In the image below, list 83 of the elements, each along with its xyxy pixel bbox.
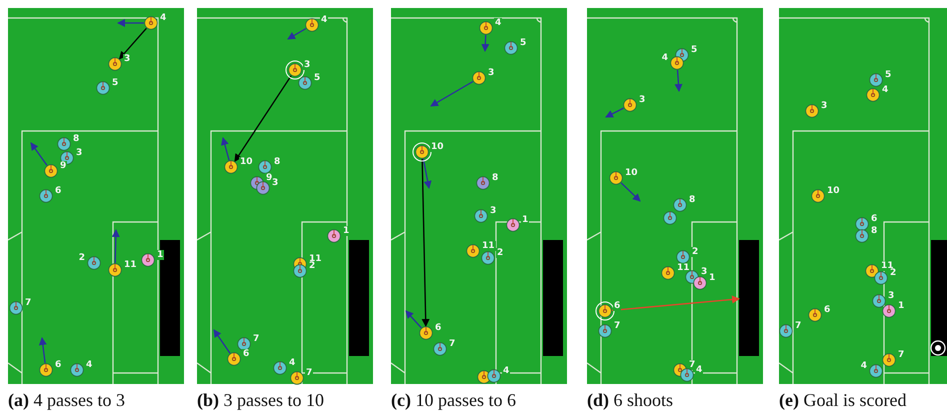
pass-arrow <box>234 75 292 162</box>
player-number: 6 <box>613 301 622 311</box>
player-number: 7 <box>24 298 32 308</box>
player-number: 11 <box>123 260 138 270</box>
panel-label: (b) 3 passes to 10 <box>197 389 324 411</box>
player-number: 1 <box>897 301 906 311</box>
player-number: 8 <box>491 173 500 183</box>
player-number: 8 <box>273 157 282 167</box>
player-number: 1 <box>342 226 350 236</box>
player-number: 1 <box>521 215 530 225</box>
player-number: 7 <box>613 321 622 331</box>
player-number: 8 <box>72 134 80 144</box>
player-number: 2 <box>496 248 504 258</box>
player-number: 3 <box>887 291 896 301</box>
pass-arrow <box>118 28 147 60</box>
movement-arrow <box>112 229 120 264</box>
player-number: 8 <box>870 226 878 236</box>
movement-arrow <box>674 70 682 92</box>
player-number: 5 <box>111 78 120 88</box>
player-number: 4 <box>502 366 510 376</box>
player-number: 2 <box>889 268 898 278</box>
panel-label: (a) 4 passes to 3 <box>8 389 125 411</box>
movement-arrow <box>605 108 624 118</box>
player-number: 6 <box>870 214 878 224</box>
movement-arrow <box>117 19 144 27</box>
player-number: 1 <box>708 273 716 283</box>
player-number: 7 <box>305 368 314 378</box>
player-number: 4 <box>159 13 168 23</box>
player-number: 6 <box>54 186 62 196</box>
player-number: 5 <box>690 45 698 55</box>
player-number: 4 <box>85 360 94 370</box>
player-number: 8 <box>688 195 696 205</box>
movement-arrow <box>422 158 432 189</box>
player-number: 7 <box>688 360 696 370</box>
player-number: 7 <box>252 334 260 344</box>
player-number: 3 <box>489 206 498 216</box>
player-number: 3 <box>820 101 828 111</box>
player-number: 2 <box>308 261 316 271</box>
panel-label: (c) 10 passes to 6 <box>391 389 516 411</box>
player-number: 9 <box>59 161 68 171</box>
player-number: 3 <box>487 68 496 78</box>
player-number: 4 <box>494 18 502 28</box>
movement-arrow <box>430 80 474 107</box>
player-number: 7 <box>897 350 906 360</box>
player-number: 4 <box>881 85 890 95</box>
movement-arrow <box>287 28 306 40</box>
player-number: 5 <box>884 70 892 80</box>
player-number: 10 <box>430 142 445 152</box>
movement-arrow <box>620 182 641 202</box>
player-number: 10 <box>826 186 841 196</box>
player-number: 4 <box>695 365 704 375</box>
movement-arrow <box>405 310 422 328</box>
player-number: 3 <box>303 60 312 70</box>
player-number: 1 <box>156 250 164 260</box>
player-number: 11 <box>676 263 691 273</box>
player-number: 7 <box>794 321 802 331</box>
movement-arrow <box>38 337 47 364</box>
player-number: 6 <box>823 305 832 315</box>
player-number: 11 <box>481 241 496 251</box>
pass-arrow <box>422 158 430 327</box>
player-number: 4 <box>320 15 328 25</box>
goal-box <box>739 240 759 356</box>
panel-label: (d) 6 shoots <box>587 389 674 411</box>
player-number: 5 <box>519 38 528 48</box>
player-number: 7 <box>448 339 456 349</box>
movement-arrow <box>213 329 231 354</box>
player-number: 3 <box>75 148 84 158</box>
player-number: 5 <box>313 73 322 83</box>
player-number: 3 <box>700 267 708 277</box>
player-number: 10 <box>624 168 639 178</box>
player-number: 6 <box>242 349 250 359</box>
player-number: 3 <box>123 54 132 64</box>
movement-arrow <box>481 34 490 52</box>
player-number: 3 <box>271 178 280 188</box>
player-number: 10 <box>239 157 254 167</box>
movement-arrow <box>221 137 230 160</box>
player-number: 2 <box>691 247 700 257</box>
player-number: 6 <box>434 323 442 333</box>
player-number: 4 <box>288 358 296 368</box>
player-number: 6 <box>54 360 62 370</box>
panel-label: (e) Goal is scored <box>779 389 906 411</box>
movement-arrow <box>30 142 48 166</box>
player-number: 3 <box>638 95 646 105</box>
